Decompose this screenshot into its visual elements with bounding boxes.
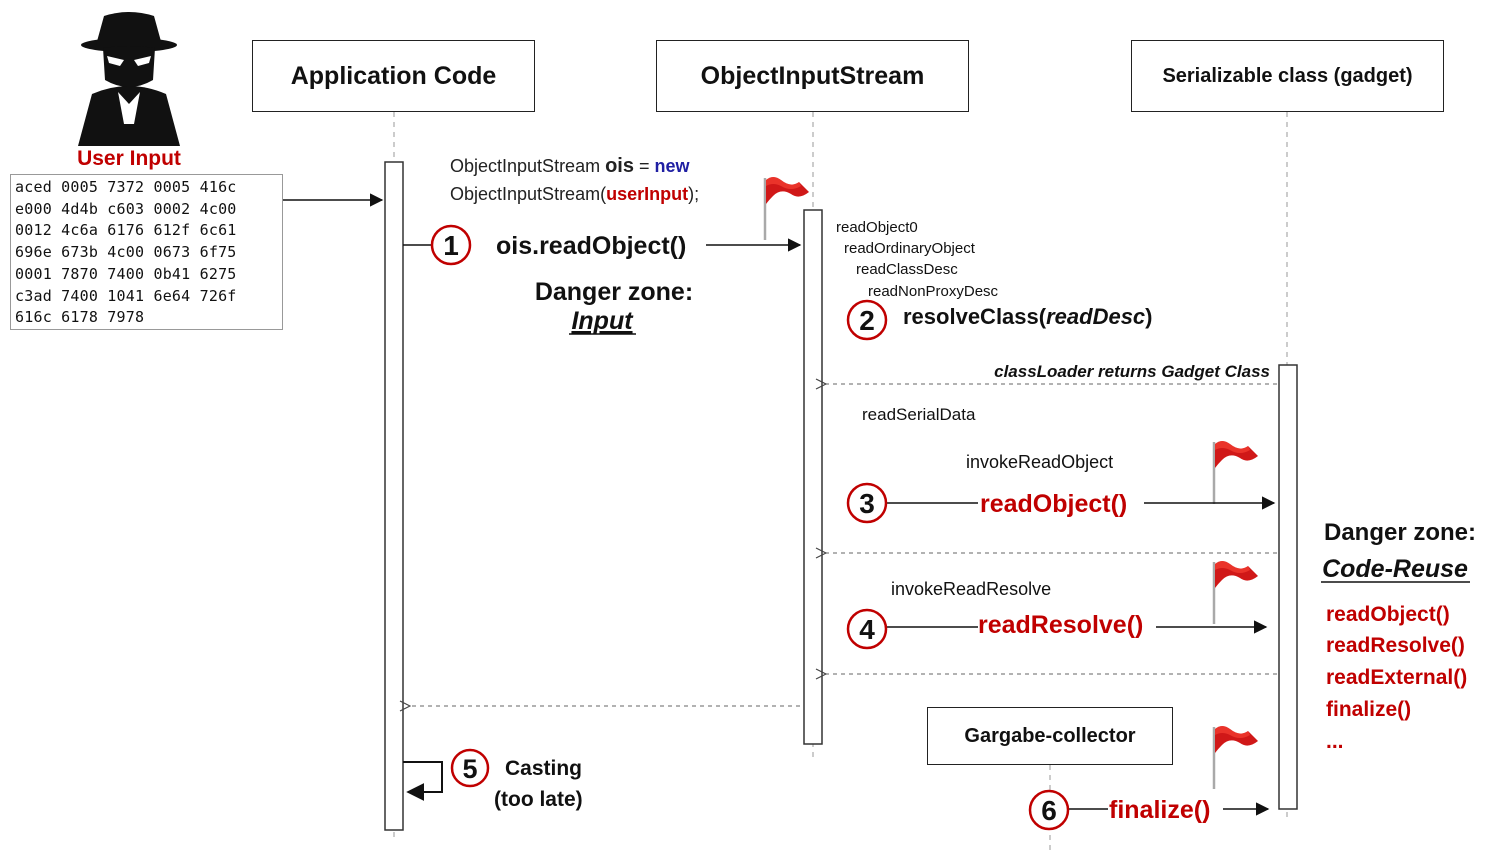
dangerous-method: readResolve() <box>1326 634 1465 657</box>
dangerous-method: readExternal() <box>1326 666 1467 689</box>
step-2-label-a: resolveClass( <box>903 304 1047 329</box>
red-flag-icon <box>1212 559 1260 626</box>
step-3-label: readObject() <box>980 490 1127 518</box>
dangerous-method: ... <box>1326 730 1344 753</box>
code-line-1: ObjectInputStream ois = new <box>450 155 691 177</box>
participant-label: Application Code <box>290 61 497 90</box>
user-input-label: User Input <box>77 147 181 170</box>
code-ois-var: ois <box>605 155 634 177</box>
code-line-2-c: ); <box>688 184 699 204</box>
step-3-badge <box>846 482 888 524</box>
participant-garbage-collector: Gargabe-collector <box>927 707 1173 765</box>
user-input-hexdump: aced 0005 7372 0005 416c e000 4d4b c603 … <box>10 174 283 330</box>
participant-object-input-stream: ObjectInputStream <box>656 40 969 112</box>
step-5-label-line2: (too late) <box>494 788 583 811</box>
participant-label: Gargabe-collector <box>964 724 1136 747</box>
code-line-1-a: ObjectInputStream <box>450 156 605 176</box>
hexdump-line: c3ad 7400 1041 6e64 726f <box>15 286 237 305</box>
dangerous-method: finalize() <box>1326 698 1411 721</box>
danger-zone-input-subtitle: Input <box>571 307 634 335</box>
step-4-badge <box>846 608 888 650</box>
red-flag-icon <box>1212 439 1260 506</box>
step-5-number: 5 <box>462 754 477 784</box>
step-2-badge <box>846 299 888 341</box>
participant-label: Serializable class (gadget) <box>1162 64 1413 87</box>
participant-label: ObjectInputStream <box>700 61 925 90</box>
step-2-label-b: readDesc <box>1046 304 1145 329</box>
hexdump-line: 0012 4c6a 6176 612f 6c61 <box>15 221 237 240</box>
dangerous-method: readObject() <box>1326 603 1450 626</box>
activation-bar-application-code <box>384 161 404 831</box>
step-4-number: 4 <box>859 614 875 645</box>
step-2-number: 2 <box>859 305 875 336</box>
step-3-caption: invokeReadObject <box>966 452 1113 472</box>
step-1-badge <box>430 224 472 266</box>
call-stack-item: readNonProxyDesc <box>868 283 999 300</box>
code-line-1-c: = <box>634 156 655 176</box>
hexdump-line: 616c 6178 7978 <box>15 308 145 327</box>
self-call-casting <box>403 761 443 801</box>
participant-application-code: Application Code <box>252 40 535 112</box>
spy-icon <box>78 12 180 146</box>
activation-bar-gadget-class <box>1278 364 1298 810</box>
activation-bar-object-input-stream <box>803 209 823 745</box>
step-6-number: 6 <box>1041 795 1057 826</box>
danger-zone-reuse-title: Danger zone: <box>1324 519 1476 546</box>
step-4-caption: invokeReadResolve <box>891 579 1051 599</box>
call-stack-item: readClassDesc <box>856 261 958 278</box>
code-line-2-a: ObjectInputStream( <box>450 184 606 204</box>
step-3-number: 3 <box>859 488 875 519</box>
red-flag-icon <box>763 175 811 242</box>
call-stack-item: readObject0 <box>836 219 918 236</box>
step-5-label-line1: Casting <box>505 757 582 780</box>
step-1-label: ois.readObject() <box>496 232 686 260</box>
danger-zone-input-title: Danger zone: <box>535 278 693 306</box>
hexdump-line: 696e 673b 4c00 0673 6f75 <box>15 243 237 262</box>
step-6-label: finalize() <box>1109 796 1210 824</box>
step-1-number: 1 <box>443 230 459 261</box>
danger-zone-reuse-subtitle: Code-Reuse <box>1322 555 1468 583</box>
code-new-keyword: new <box>655 156 691 176</box>
call-stack-item: readOrdinaryObject <box>844 240 976 257</box>
step-2-label: resolveClass(readDesc) <box>903 304 1153 329</box>
participant-gadget-class: Serializable class (gadget) <box>1131 40 1444 112</box>
red-flag-icon <box>1212 724 1260 791</box>
code-line-2: ObjectInputStream(userInput); <box>450 184 699 204</box>
read-serial-data-label: readSerialData <box>862 405 976 424</box>
step-5-badge <box>450 748 490 788</box>
code-user-input-var: userInput <box>606 184 688 204</box>
step-4-label: readResolve() <box>978 611 1143 639</box>
hexdump-line: aced 0005 7372 0005 416c <box>15 178 237 196</box>
hexdump-line: 0001 7870 7400 0b41 6275 <box>15 264 237 283</box>
hexdump-line: e000 4d4b c603 0002 4c00 <box>15 199 237 218</box>
step-2-label-c: ) <box>1145 304 1152 329</box>
class-loader-message: classLoader returns Gadget Class <box>994 362 1270 381</box>
step-6-badge <box>1028 789 1070 831</box>
